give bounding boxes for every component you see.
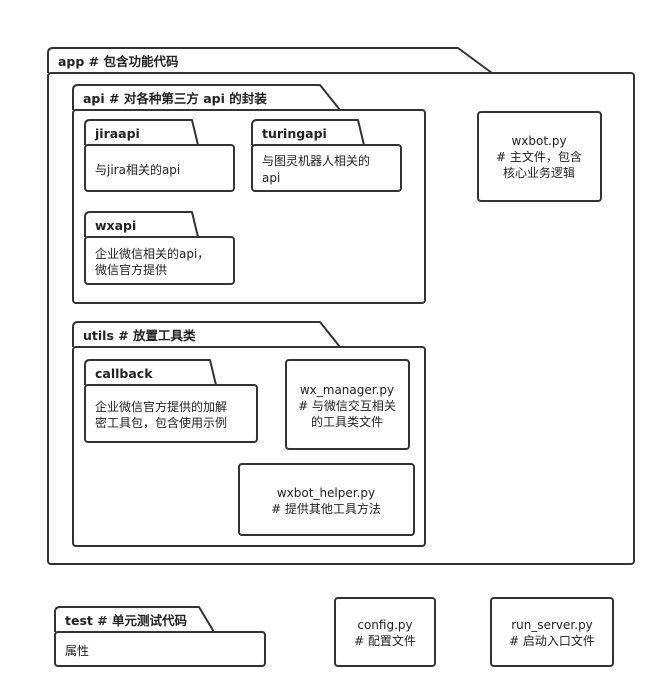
package-jiraapi-tab bbox=[84, 119, 199, 146]
node-wx-manager-py-line1: # 与微信交互相关 bbox=[298, 398, 396, 413]
node-wxbot-py-line2: 核心业务逻辑 bbox=[503, 165, 575, 180]
package-wxapi-body bbox=[84, 236, 235, 285]
package-api-tab bbox=[72, 84, 341, 111]
node-wx-manager-py-name: wx_manager.py bbox=[300, 383, 394, 397]
node-run-server-py: run_server.py # 启动入口文件 bbox=[490, 597, 614, 667]
package-callback-title: callback bbox=[95, 366, 153, 381]
package-wxapi-desc-line1: 企业微信相关的api， bbox=[95, 246, 209, 261]
package-callback-body bbox=[84, 384, 258, 443]
node-wx-manager-py-line2: 的工具类文件 bbox=[311, 414, 383, 429]
package-turingapi-desc-line1: 与图灵机器人相关的 bbox=[262, 153, 370, 168]
node-config-py: config.py # 配置文件 bbox=[334, 597, 436, 667]
package-turingapi-title: turingapi bbox=[262, 126, 327, 141]
package-test: test # 单元测试代码 属性 bbox=[54, 606, 266, 667]
node-config-py-box bbox=[334, 597, 436, 667]
node-wxbot-helper-py-name: wxbot_helper.py bbox=[277, 486, 375, 500]
package-jiraapi-body bbox=[84, 144, 235, 192]
package-jiraapi-title: jiraapi bbox=[94, 126, 140, 141]
node-wxbot-py: wxbot.py # 主文件，包含 核心业务逻辑 bbox=[477, 111, 602, 202]
node-config-py-name: config.py bbox=[357, 618, 412, 632]
node-wxbot-py-name: wxbot.py bbox=[511, 134, 566, 148]
package-turingapi-desc-line2: api bbox=[262, 171, 280, 185]
package-test-tab bbox=[54, 606, 215, 633]
package-callback-tab bbox=[84, 359, 217, 386]
package-wxapi-desc-line2: 微信官方提供 bbox=[95, 262, 167, 277]
package-turingapi-tab bbox=[251, 119, 365, 146]
package-wxapi-tab bbox=[84, 211, 199, 238]
package-utils-tab bbox=[72, 321, 341, 348]
package-turingapi-body bbox=[251, 144, 402, 192]
package-app-title: app # 包含功能代码 bbox=[58, 54, 179, 69]
package-callback-desc-line1: 企业微信官方提供的加解 bbox=[95, 399, 227, 414]
node-wxbot-helper-py-line1: # 提供其他工具方法 bbox=[271, 501, 381, 516]
package-wxapi: wxapi 企业微信相关的api， 微信官方提供 bbox=[84, 211, 235, 285]
package-test-body bbox=[54, 631, 266, 667]
node-wxbot-helper-py: wxbot_helper.py # 提供其他工具方法 bbox=[238, 463, 415, 536]
node-run-server-py-line1: # 启动入口文件 bbox=[509, 633, 595, 648]
package-turingapi: turingapi 与图灵机器人相关的 api bbox=[251, 119, 402, 192]
node-wx-manager-py: wx_manager.py # 与微信交互相关 的工具类文件 bbox=[285, 359, 410, 450]
package-wxapi-title: wxapi bbox=[95, 218, 136, 233]
package-callback: callback 企业微信官方提供的加解 密工具包，包含使用示例 bbox=[84, 359, 258, 443]
package-jiraapi: jiraapi 与jira相关的api bbox=[84, 119, 235, 192]
package-jiraapi-desc: 与jira相关的api bbox=[95, 162, 180, 177]
package-utils-title: utils # 放置工具类 bbox=[83, 328, 196, 343]
node-wxbot-py-box bbox=[477, 111, 602, 202]
node-wx-manager-py-box bbox=[285, 359, 410, 450]
package-callback-desc-line2: 密工具包，包含使用示例 bbox=[95, 415, 227, 430]
node-run-server-py-name: run_server.py bbox=[511, 618, 593, 632]
package-test-title: test # 单元测试代码 bbox=[65, 613, 187, 628]
node-config-py-line1: # 配置文件 bbox=[354, 633, 416, 648]
package-api-title: api # 对各种第三方 api 的封装 bbox=[83, 91, 267, 106]
package-test-desc: 属性 bbox=[65, 644, 89, 658]
node-wxbot-py-line1: # 主文件，包含 bbox=[496, 149, 582, 164]
package-app-tab bbox=[47, 47, 493, 74]
node-run-server-py-box bbox=[490, 597, 614, 667]
node-wxbot-helper-py-box bbox=[238, 463, 415, 536]
